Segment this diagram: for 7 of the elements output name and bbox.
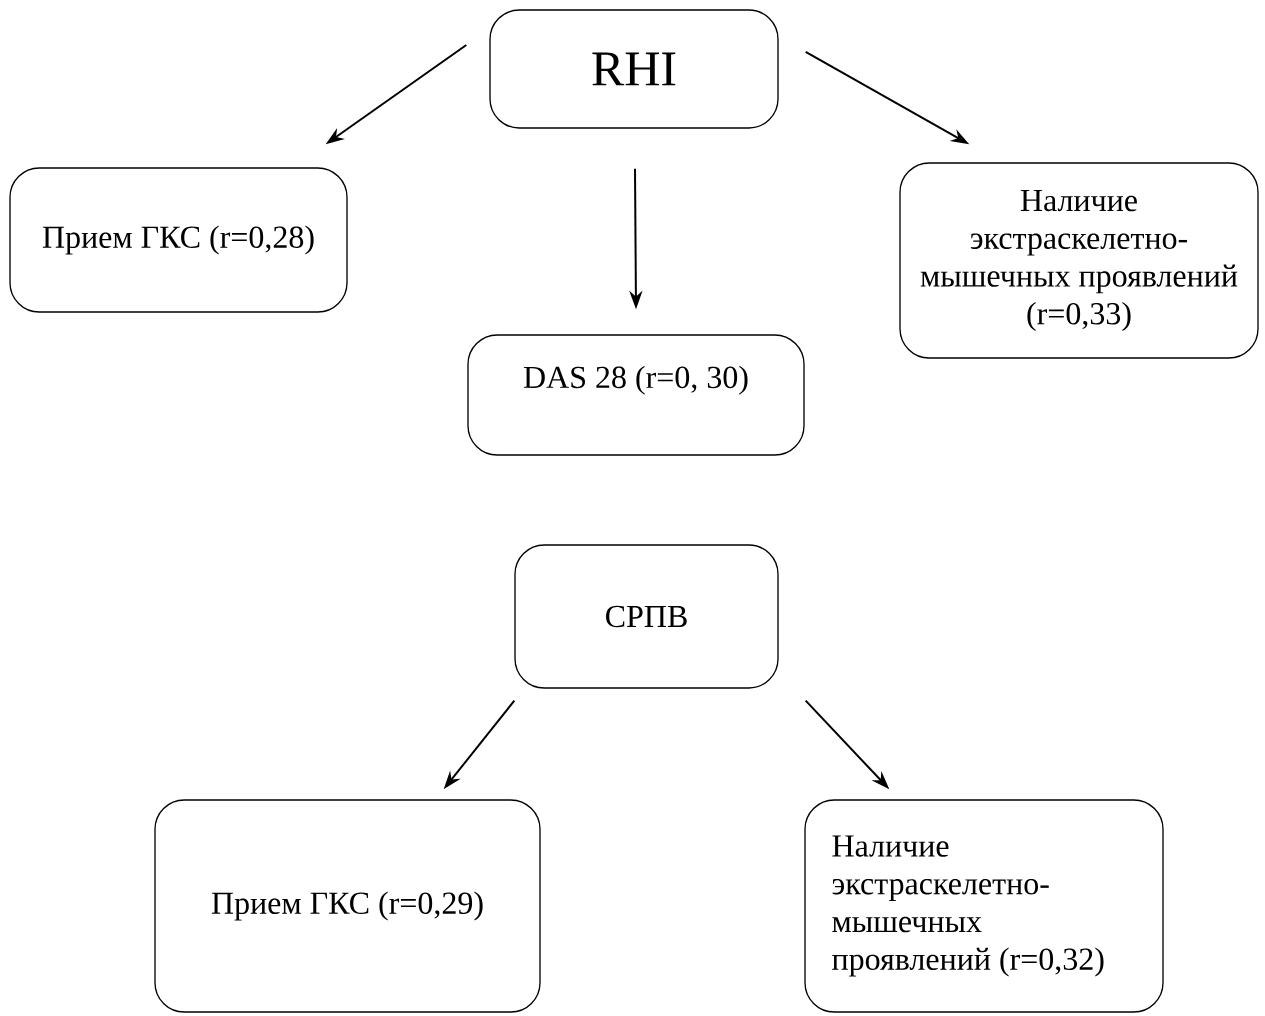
rounded-box: Прием ГКС (r=0,29)	[154, 799, 541, 1013]
heading-box: СРПВ	[514, 544, 779, 689]
rounded-box: Наличие экстраскелетно-мышечных проявлений (r=0,32)	[804, 799, 1164, 1013]
rounded-box: Наличие экстраскелетно-мышечных проявлений (r=0,33)	[899, 162, 1259, 359]
rounded-box: Прием ГКС (r=0,28)	[9, 167, 348, 313]
rounded-box: DAS 28 (r=0, 30)	[467, 334, 805, 456]
heading-box: RHI	[489, 9, 779, 129]
